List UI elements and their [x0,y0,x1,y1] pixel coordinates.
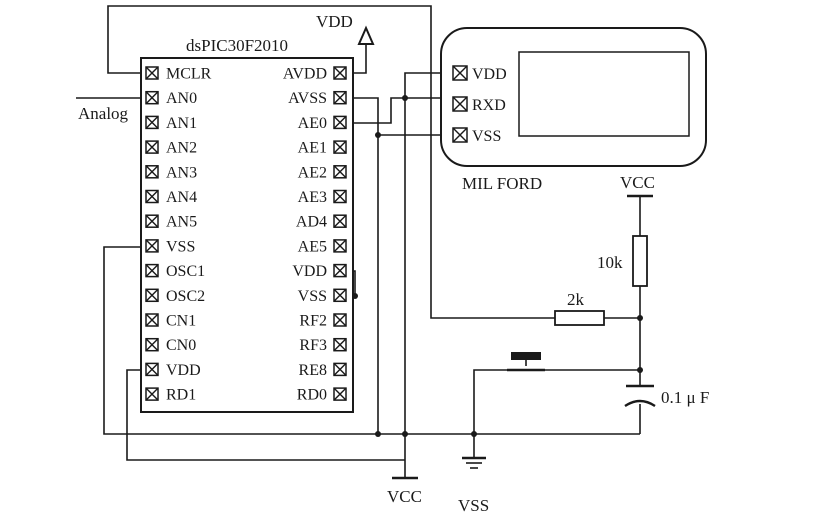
pin-terminal-icon [333,115,347,130]
chip-pin-label: OSC2 [166,288,205,305]
pin-terminal-icon [333,313,347,327]
pin-terminal-icon [333,66,347,80]
pin-terminal-icon [333,189,347,204]
chip-pin-label: AE3 [298,189,327,206]
chip-pin-label: RD0 [297,387,327,404]
wire-vss-left [103,246,640,435]
pin-terminal-icon [333,362,347,377]
pin-terminal-icon [145,189,159,204]
pin-terminal-icon [333,263,347,278]
pin-terminal-icon [333,165,347,179]
wire-display-vdd [404,72,453,478]
chip-pin-label: VDD [166,362,201,379]
ground-icon [462,456,486,469]
chip-pin-label: RD1 [166,387,196,404]
chip-pin-label: AE5 [298,238,327,255]
pin-terminal-icon [452,65,468,81]
pin-terminal-icon [145,387,159,401]
junction-dot [402,431,408,437]
wire-button-left [473,369,507,458]
pin-terminal-icon [145,214,159,228]
chip-pin-label: CN1 [166,313,196,330]
vdd-top-label: VDD [316,12,353,31]
chip-pin-label: AN2 [166,140,197,157]
chip-pin-label: AN0 [166,90,197,107]
pin-terminal-icon [145,90,159,105]
wire-vdd-left [126,369,405,461]
chip-pin-label: AE0 [298,115,327,132]
pin-terminal-icon [452,127,468,143]
vss-bottom-label: VSS [458,496,489,515]
pin-terminal-icon [333,288,347,303]
chip-pin-label: RE8 [299,362,327,379]
vcc-top-label: VCC [620,173,655,192]
capacitor [624,384,656,408]
wire-ae0 [346,97,453,124]
junction-dot [637,315,643,321]
chip-pin-label: AVSS [288,90,327,107]
chip-name: dsPIC30F2010 [186,36,288,55]
pin-terminal-icon [145,362,159,377]
display-screen [518,51,690,137]
chip-pin-label: AE1 [298,140,327,157]
display-pin-label: RXD [472,97,506,114]
pin-terminal-icon [145,140,159,154]
pin-terminal-icon [145,263,159,278]
pin-terminal-icon [145,115,159,130]
vcc-bottom-label: VCC [387,487,422,506]
capacitor-label: 0.1 μ F [661,388,709,407]
pin-terminal-icon [333,90,347,105]
chip-pin-label: AD4 [296,214,327,231]
chip-pin-label: AVDD [283,66,327,83]
pin-terminal-icon [333,214,347,228]
chip-pin-label: AN4 [166,189,197,206]
resistor-2k [554,310,605,326]
pin-terminal-icon [333,140,347,154]
chip-pin-label: MCLR [166,66,212,83]
chip-pin-label: VSS [166,238,195,255]
pin-terminal-icon [333,337,347,352]
chip-pin-label: AN5 [166,214,197,231]
pin-terminal-icon [145,165,159,179]
pin-terminal-icon [145,313,159,327]
display-name: MIL FORD [462,174,542,193]
vdd-arrow-icon [357,25,375,45]
pin-terminal-icon [333,387,347,401]
resistor-10k-label: 10k [597,253,623,272]
chip-pin-label: AN1 [166,115,197,132]
wire-avss [346,97,379,434]
chip-pin-label: OSC1 [166,263,205,280]
pin-terminal-icon [333,239,347,253]
junction-dot [375,132,381,138]
pin-terminal-icon [452,96,468,112]
junction-dot [375,431,381,437]
display-pins: VDD RXD VSS [452,65,507,145]
push-button [507,352,545,372]
chip-pin-label: VDD [292,263,327,280]
resistor-2k-label: 2k [567,290,585,309]
analog-label: Analog [78,104,129,123]
chip-body [140,57,354,413]
display-pin-label: VSS [472,128,501,145]
display-pin-label: VDD [472,66,507,83]
junction-dot [637,367,643,373]
resistor-10k [632,235,648,287]
chip-pin-label: RF2 [299,313,327,330]
junction-dot [471,431,477,437]
pin-terminal-icon [145,337,159,352]
pin-terminal-icon [145,66,159,80]
pin-terminal-icon [145,288,159,303]
wire-mclr [107,5,555,319]
junction-dot [402,95,408,101]
chip-pin-label: AN3 [166,164,197,181]
chip-pin-label: VSS [298,288,327,305]
chip-pin-label: AE2 [298,164,327,181]
pin-terminal-icon [145,239,159,253]
chip-pin-label: RF3 [299,337,327,354]
chip-pin-label: CN0 [166,337,196,354]
